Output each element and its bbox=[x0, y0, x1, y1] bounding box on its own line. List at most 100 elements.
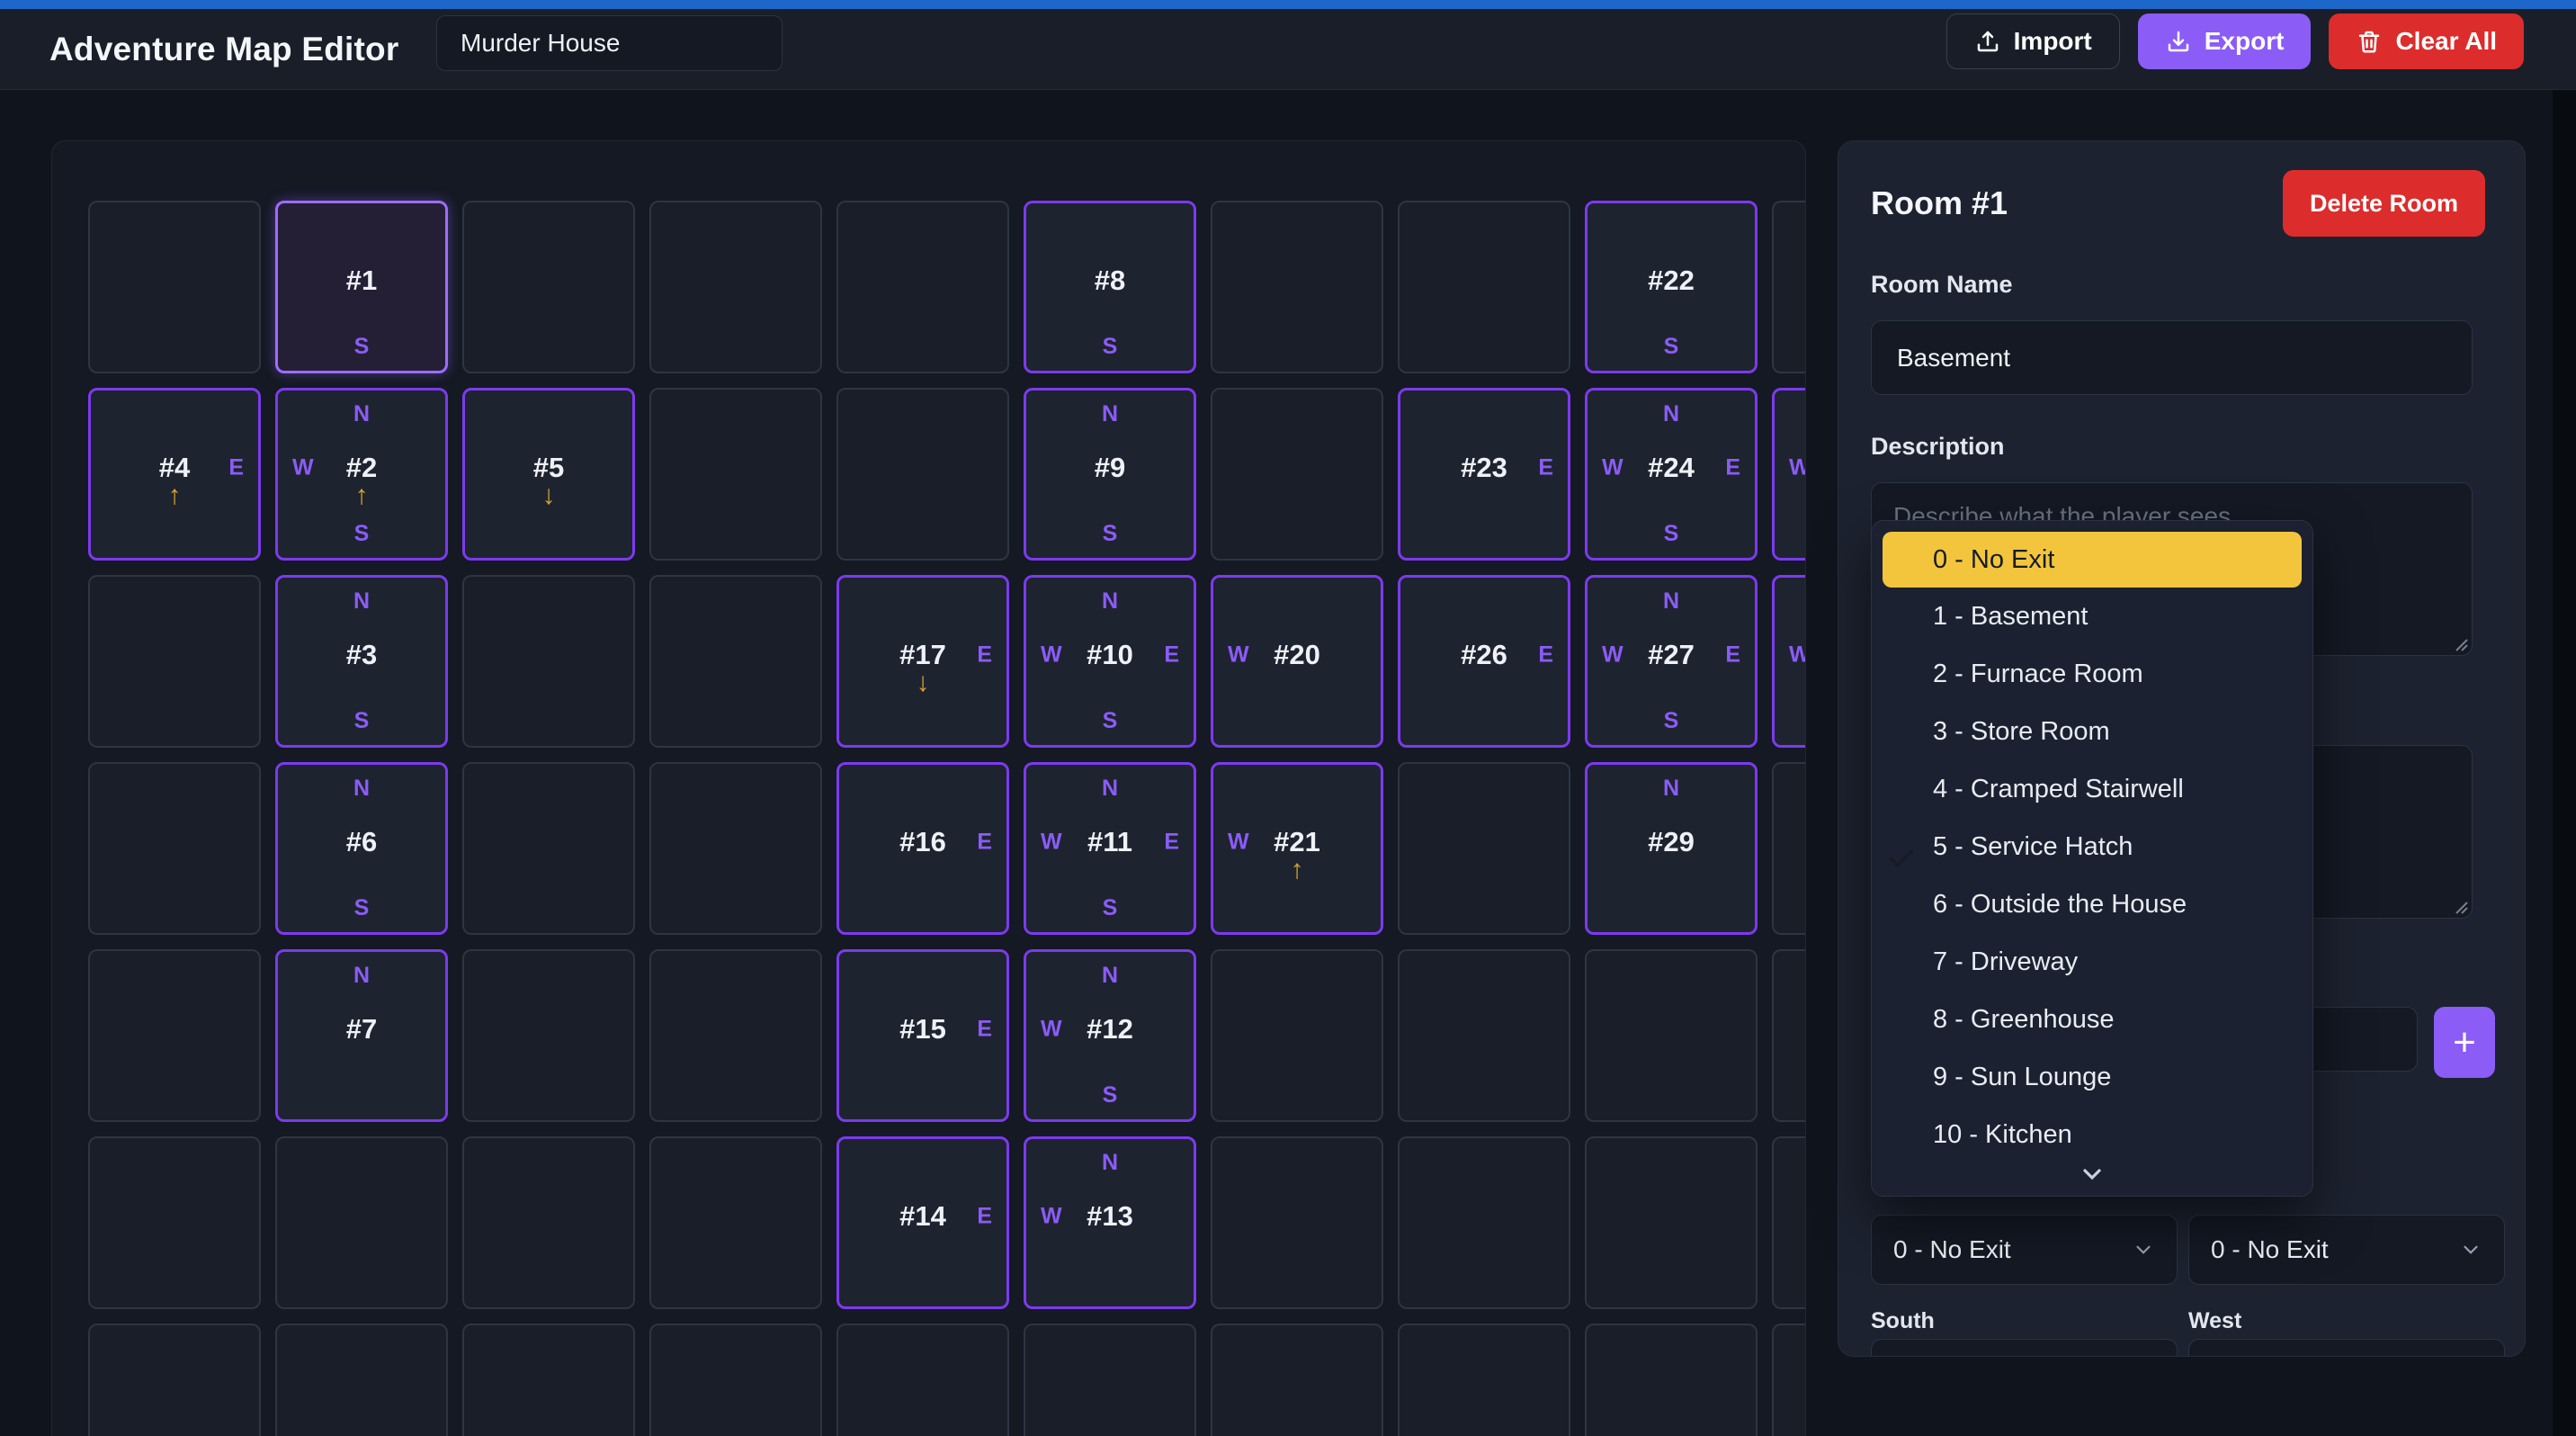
map-cell[interactable] bbox=[88, 201, 261, 373]
map-cell[interactable] bbox=[275, 1324, 448, 1436]
map-cell[interactable] bbox=[836, 388, 1009, 561]
down-arrow-icon: ↓ bbox=[541, 480, 556, 511]
map-cell[interactable] bbox=[275, 1136, 448, 1309]
map-cell[interactable] bbox=[649, 201, 822, 373]
map-cell[interactable] bbox=[1211, 1136, 1383, 1309]
map-cell[interactable] bbox=[1398, 201, 1570, 373]
export-button[interactable]: Export bbox=[2137, 13, 2312, 69]
import-button[interactable]: Import bbox=[1945, 13, 2120, 69]
map-cell[interactable] bbox=[1585, 949, 1758, 1122]
map-name-input[interactable] bbox=[436, 15, 783, 71]
map-cell[interactable] bbox=[1211, 388, 1383, 561]
map-cell[interactable] bbox=[1211, 949, 1383, 1122]
scroll-down-chevron-icon[interactable] bbox=[2078, 1160, 2106, 1189]
map-cell[interactable] bbox=[462, 949, 635, 1122]
map-cell[interactable] bbox=[649, 1136, 822, 1309]
chevron-down-icon bbox=[2459, 1238, 2482, 1261]
map-cell[interactable] bbox=[649, 575, 822, 748]
map-cell[interactable] bbox=[1398, 1136, 1570, 1309]
dropdown-option[interactable]: 10 - Kitchen bbox=[1933, 1119, 2072, 1149]
map-cell[interactable] bbox=[1772, 201, 1805, 373]
dropdown-option[interactable]: 1 - Basement bbox=[1933, 601, 2089, 631]
room-cell[interactable]: #5↓ bbox=[462, 388, 635, 561]
map-cell[interactable] bbox=[88, 949, 261, 1122]
dropdown-option[interactable]: 2 - Furnace Room bbox=[1933, 659, 2143, 688]
room-name-input[interactable] bbox=[1871, 320, 2473, 395]
room-cell[interactable]: W bbox=[1772, 388, 1805, 561]
map-cell[interactable] bbox=[1772, 949, 1805, 1122]
map-cell[interactable] bbox=[88, 1324, 261, 1436]
add-item-button[interactable]: + bbox=[2434, 1007, 2495, 1078]
map-cell[interactable] bbox=[1585, 1136, 1758, 1309]
delete-room-button[interactable]: Delete Room bbox=[2282, 170, 2485, 237]
map-cell[interactable] bbox=[1211, 201, 1383, 373]
map-cell[interactable] bbox=[462, 575, 635, 748]
room-cell[interactable]: W bbox=[1772, 575, 1805, 748]
map-cell[interactable] bbox=[1024, 1324, 1196, 1436]
map-cell[interactable] bbox=[1398, 1324, 1570, 1436]
dropdown-option[interactable]: 9 - Sun Lounge bbox=[1933, 1062, 2112, 1091]
dropdown-option[interactable]: 3 - Store Room bbox=[1933, 716, 2110, 746]
exit-letter-east: E bbox=[1725, 454, 1740, 480]
map-cell[interactable] bbox=[649, 949, 822, 1122]
map-cell[interactable] bbox=[1398, 762, 1570, 935]
dropdown-option[interactable]: 8 - Greenhouse bbox=[1933, 1004, 2115, 1034]
room-number: #15 bbox=[899, 1012, 946, 1045]
exit-dropdown: 0 - No Exit 1 - Basement 2 - Furnace Room… bbox=[1871, 520, 2313, 1197]
clear-all-button[interactable]: Clear All bbox=[2329, 13, 2524, 69]
map-cell[interactable] bbox=[1585, 1324, 1758, 1436]
map-cell[interactable] bbox=[649, 1324, 822, 1436]
map-cell[interactable] bbox=[462, 762, 635, 935]
room-number: #4 bbox=[158, 451, 191, 483]
map-cell[interactable] bbox=[1772, 1324, 1805, 1436]
map-cell[interactable] bbox=[1211, 1324, 1383, 1436]
map-cell[interactable] bbox=[1772, 762, 1805, 935]
map-cell[interactable] bbox=[462, 1136, 635, 1309]
dropdown-option[interactable]: 6 - Outside the House bbox=[1933, 889, 2187, 919]
dropdown-option[interactable]: 5 - Service Hatch bbox=[1933, 831, 2133, 861]
west-exit-select[interactable] bbox=[2188, 1339, 2505, 1356]
north-exit-select[interactable]: 0 - No Exit bbox=[1871, 1215, 2178, 1285]
south-exit-select[interactable] bbox=[1871, 1339, 2178, 1356]
map-cell[interactable] bbox=[1772, 1136, 1805, 1309]
dropdown-option-selected[interactable]: 0 - No Exit bbox=[1883, 532, 2302, 867]
room-number: #26 bbox=[1461, 638, 1507, 670]
map-cell[interactable] bbox=[88, 575, 261, 748]
east-exit-select[interactable]: 0 - No Exit bbox=[2188, 1215, 2505, 1285]
map-cell[interactable] bbox=[836, 201, 1009, 373]
map-cell[interactable] bbox=[836, 1324, 1009, 1436]
dropdown-option[interactable]: 7 - Driveway bbox=[1933, 947, 2079, 976]
map-cell[interactable] bbox=[1398, 949, 1570, 1122]
map-cell[interactable] bbox=[462, 201, 635, 373]
map-cell[interactable] bbox=[649, 762, 822, 935]
map-cell[interactable] bbox=[88, 762, 261, 935]
map-cell[interactable] bbox=[88, 1136, 261, 1309]
map-cell[interactable] bbox=[462, 1324, 635, 1436]
map-cell[interactable] bbox=[649, 388, 822, 561]
dropdown-option[interactable]: 4 - Cramped Stairwell bbox=[1933, 774, 2184, 803]
